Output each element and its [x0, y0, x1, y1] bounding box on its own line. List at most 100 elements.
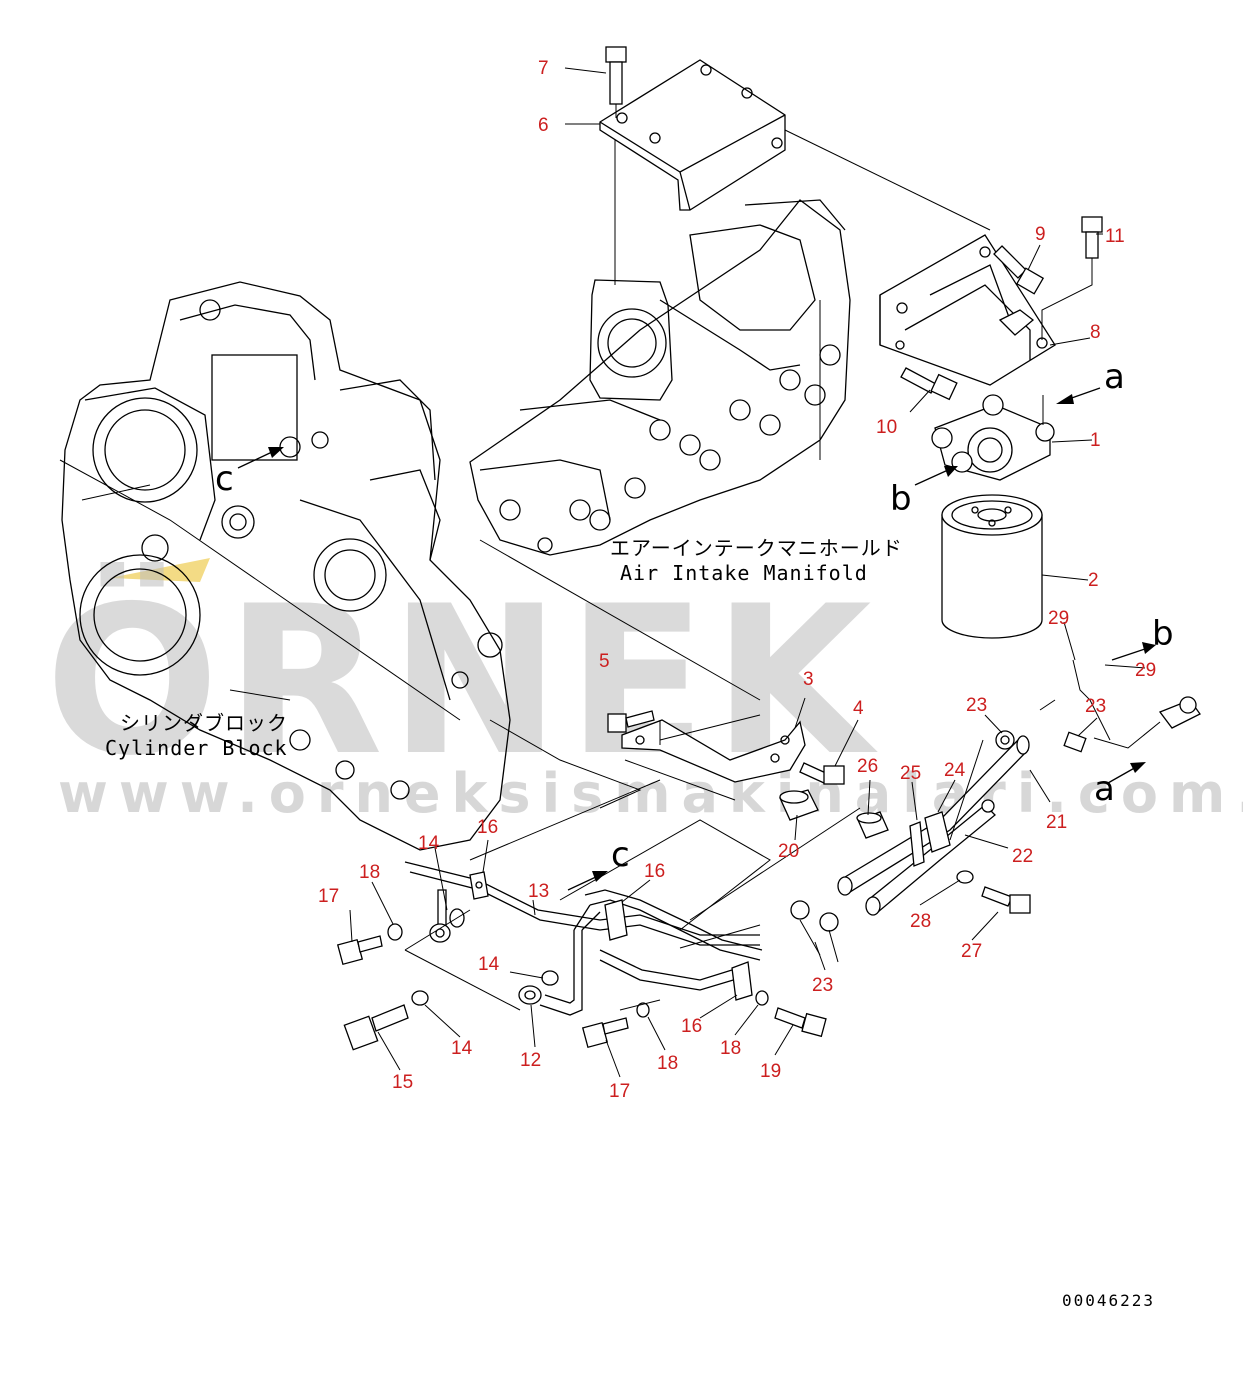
- callout-13: 13: [528, 881, 549, 902]
- washer-part-14-middle: [541, 970, 559, 986]
- bolt-part-7: [605, 46, 627, 118]
- cylinder-block-caption-en: Cylinder Block: [105, 736, 288, 760]
- spacer-part-26: [856, 811, 889, 839]
- arrow-head-icon: [1130, 762, 1146, 773]
- part-callouts: 1 2 3 4 5 6 7 8 9 10 11 12 13 14 14 14 1…: [318, 58, 1156, 1102]
- hose-part-22: [865, 739, 996, 916]
- callout-21: 21: [1046, 812, 1067, 833]
- clamp-part-24: [924, 811, 951, 853]
- callout-27: 27: [961, 941, 982, 962]
- view-arrow-a-lower: [1107, 762, 1146, 784]
- bolt-part-10: [900, 367, 958, 401]
- view-arrow-c-lower: [567, 871, 608, 891]
- view-marker-c-left: c: [215, 459, 234, 499]
- callout-26: 26: [857, 756, 878, 777]
- clip-part-23-lower: [790, 900, 839, 963]
- fitting-right: [1039, 659, 1201, 749]
- pipe-part-12: [539, 904, 751, 1016]
- clamp-part-16-right: [731, 961, 753, 1001]
- callout-22: 22: [1012, 846, 1033, 867]
- cylinder-block-drawing: [59, 281, 511, 851]
- clip-part-23-upper: [995, 730, 1015, 750]
- eye-fitting-upper: [429, 889, 451, 943]
- bracket-part-8: [879, 234, 1056, 386]
- leader-lines: [349, 67, 1146, 1078]
- bolt-part-19: [774, 1007, 827, 1038]
- watermark-url: www.orneksismakinalari.com.tr: [58, 762, 1243, 825]
- bracket-part-3: [621, 714, 806, 801]
- callout-23-lower: 23: [812, 975, 833, 996]
- callout-16-middle: 16: [644, 861, 665, 882]
- callout-14-middle: 14: [478, 954, 500, 975]
- callout-17-lower: 17: [609, 1081, 630, 1102]
- bracket-part-6: [599, 59, 786, 211]
- callout-23-right: 23: [1085, 696, 1106, 717]
- callout-18-left: 18: [359, 862, 380, 883]
- washer-part-14-lower: [411, 990, 429, 1006]
- bolt-part-17-left: [336, 935, 383, 966]
- filter-part-2: [941, 494, 1043, 639]
- bolt-part-11: [1041, 216, 1103, 340]
- callout-20: 20: [778, 841, 799, 862]
- callout-16-upper: 16: [477, 817, 498, 838]
- callout-14-lower: 14: [451, 1038, 473, 1059]
- callout-23-upper: 23: [966, 695, 987, 716]
- callout-1: 1: [1090, 430, 1101, 451]
- arrow-head-icon: [592, 871, 608, 882]
- callout-8: 8: [1090, 322, 1101, 343]
- view-marker-a-upper: a: [1104, 357, 1125, 397]
- manifold-ports: [499, 344, 841, 553]
- view-arrow-c-left: [237, 447, 284, 469]
- clip-part-23-right: [1063, 731, 1087, 753]
- arrow-head-icon: [1056, 394, 1074, 404]
- bolt-part-4: [799, 762, 845, 785]
- callout-11: 11: [1105, 226, 1125, 247]
- callout-6: 6: [538, 115, 549, 136]
- callout-9: 9: [1035, 224, 1046, 245]
- callout-24: 24: [944, 760, 966, 781]
- watermark: ÖRNEK www.orneksismakinalari.com.tr: [45, 558, 1243, 825]
- document-id: 00046223: [1062, 1291, 1155, 1310]
- clamp-part-25: [909, 821, 925, 867]
- callout-29-right: 29: [1135, 660, 1156, 681]
- callout-18-right: 18: [720, 1038, 741, 1059]
- bolt-part-5: [607, 710, 655, 733]
- washer-part-28: [956, 870, 974, 884]
- view-marker-c-lower: c: [611, 835, 630, 875]
- callout-17-left: 17: [318, 886, 339, 907]
- bolt-part-27: [981, 886, 1031, 914]
- reference-lines: [404, 719, 861, 1011]
- washer-part-18-middle: [636, 1002, 650, 1018]
- callout-28: 28: [910, 911, 931, 932]
- callout-25: 25: [900, 763, 921, 784]
- callout-4: 4: [853, 698, 864, 719]
- callout-10: 10: [876, 417, 897, 438]
- callout-15: 15: [392, 1072, 413, 1093]
- air-intake-manifold-caption-en: Air Intake Manifold: [620, 561, 868, 585]
- clamp-part-16-middle: [604, 899, 628, 941]
- washer-part-18-left: [387, 923, 403, 941]
- air-intake-manifold-caption-jp: エアーインテークマニホールド: [610, 536, 903, 560]
- callout-16-lower: 16: [681, 1016, 702, 1037]
- bolt-part-17-lower: [581, 1017, 629, 1049]
- view-marker-b-right: b: [1152, 614, 1174, 654]
- air-intake-manifold-drawing: [469, 125, 991, 701]
- callout-3: 3: [803, 669, 814, 690]
- bolt-part-9: [993, 245, 1045, 295]
- washer-part-18-right: [755, 990, 769, 1006]
- callout-14-upper: 14: [418, 833, 440, 854]
- callout-19: 19: [760, 1061, 781, 1082]
- callout-29-upper: 29: [1048, 608, 1069, 629]
- bolt-part-15: [343, 1004, 409, 1051]
- spacer-part-20: [779, 789, 819, 821]
- view-arrow-a-upper: [1056, 387, 1101, 404]
- clamp-part-16-left: [469, 871, 489, 900]
- callout-2: 2: [1088, 570, 1099, 591]
- view-arrow-b-right: [1111, 642, 1156, 661]
- eye-fitting-lower: [518, 985, 542, 1005]
- arrow-head-icon: [944, 466, 958, 477]
- view-arrow-b-left: [914, 466, 958, 486]
- callout-7: 7: [538, 58, 549, 79]
- callout-12: 12: [520, 1050, 541, 1071]
